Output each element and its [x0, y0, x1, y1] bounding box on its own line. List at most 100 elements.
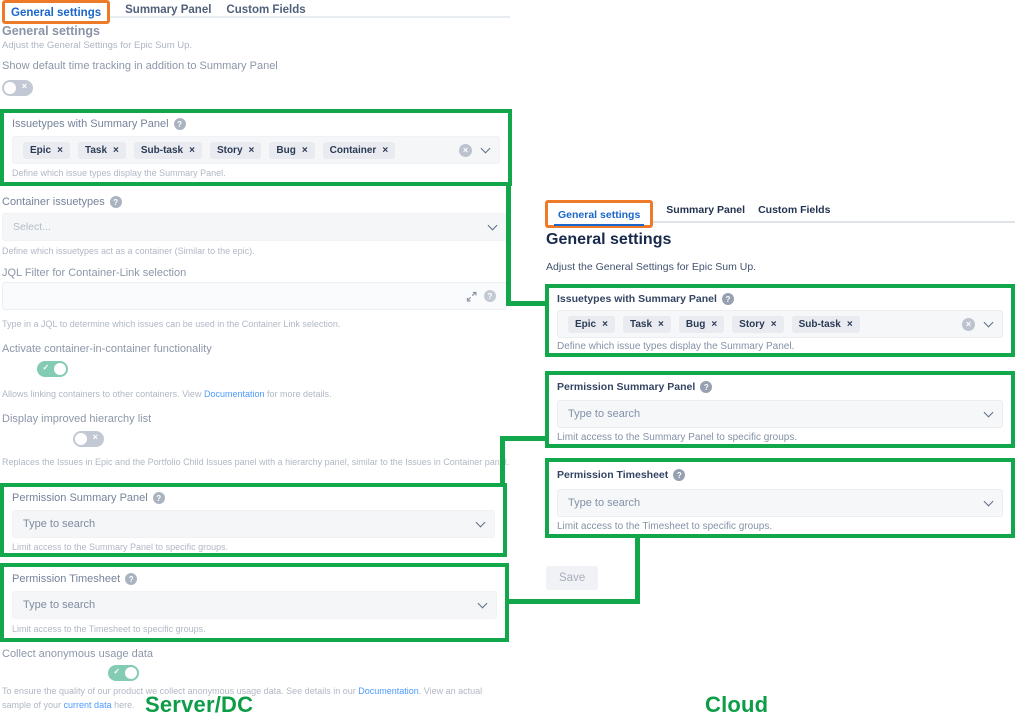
connector-permission-summary-horizontal: [500, 436, 547, 441]
page-title: General settings: [546, 231, 672, 248]
connector-issuetypes-vertical: [506, 184, 511, 306]
cloud-tab-bar: General settings Summary Panel Custom Fi…: [545, 200, 830, 228]
usage-data-label: Collect anonymous usage data: [2, 648, 154, 660]
issuetype-tag[interactable]: Task: [622, 315, 671, 333]
annotation-box-issuetypes: Issuetypes with Summary Panel Epic Task Bu…: [545, 284, 1015, 357]
help-icon[interactable]: [125, 573, 138, 585]
clear-icon[interactable]: [459, 143, 472, 157]
jql-filter-help: Type in a JQL to determine which issues …: [2, 319, 341, 329]
tab-custom-fields[interactable]: Custom Fields: [226, 4, 306, 16]
issuetype-tag[interactable]: Epic: [23, 141, 70, 159]
documentation-link[interactable]: Documentation: [203, 389, 265, 399]
time-tracking-toggle[interactable]: [2, 80, 33, 96]
page-subtitle: Adjust the General Settings for Epic Sum…: [2, 40, 193, 51]
issuetype-tag[interactable]: Sub-task: [133, 141, 202, 159]
expand-icon[interactable]: [466, 291, 477, 302]
issuetype-tag[interactable]: Container: [322, 141, 396, 159]
tab-highlight-box: General settings: [2, 0, 111, 24]
issuetype-tag[interactable]: Bug: [269, 141, 315, 159]
issuetype-tag[interactable]: Task: [77, 141, 126, 159]
jql-filter-input[interactable]: [2, 282, 507, 310]
issuetype-tag[interactable]: Bug: [678, 315, 725, 333]
chevron-down-icon[interactable]: [983, 496, 994, 507]
permission-timesheet-select[interactable]: Type to search: [557, 489, 1003, 517]
tab-bar-divider: [545, 221, 1015, 223]
connector-permission-timesheet-horizontal: [505, 599, 640, 604]
connector-permission-summary-vertical: [500, 436, 505, 486]
hierarchy-list-toggle[interactable]: [72, 431, 104, 447]
issuetype-tag[interactable]: Story: [732, 315, 784, 333]
help-icon[interactable]: [109, 196, 122, 208]
issuetypes-label: Issuetypes with Summary Panel: [557, 293, 1003, 305]
permission-timesheet-help: Limit access to the Timesheet to specifi…: [12, 624, 206, 634]
annotation-box-issuetypes: Issuetypes with Summary Panel Epic Task Su…: [0, 109, 512, 186]
tab-highlight-box: General settings: [545, 200, 654, 228]
permission-timesheet-help: Limit access to the Timesheet to specifi…: [557, 521, 773, 532]
current-data-link[interactable]: current data: [63, 699, 112, 710]
usage-data-help: To ensure the quality of our product we …: [2, 686, 483, 710]
cloud-caption: Cloud: [705, 692, 769, 717]
jql-filter-label: JQL Filter for Container-Link selection: [2, 267, 187, 279]
chevron-down-icon[interactable]: [477, 598, 488, 609]
chevron-down-icon[interactable]: [480, 143, 491, 154]
issuetypes-help: Define which issue types display the Sum…: [12, 168, 226, 178]
annotation-box-permission-summary: Permission Summary Panel Type to search …: [0, 483, 507, 557]
issuetypes-help: Define which issue types display the Sum…: [557, 341, 795, 352]
tab-general-settings[interactable]: General settings: [554, 208, 645, 226]
page-subtitle: Adjust the General Settings for Epic Sum…: [546, 261, 757, 273]
help-icon[interactable]: [673, 469, 686, 481]
container-in-container-toggle[interactable]: [37, 361, 69, 377]
help-icon[interactable]: [173, 118, 186, 130]
cloud-panel: General settings Summary Panel Custom Fi…: [545, 200, 1015, 720]
connector-permission-timesheet-vertical: [635, 538, 640, 604]
tab-general-settings[interactable]: General settings: [11, 7, 102, 19]
issuetypes-label: Issuetypes with Summary Panel: [12, 118, 500, 130]
help-icon[interactable]: [721, 293, 734, 305]
issuetypes-select[interactable]: Epic Task Sub-task Story Bug Container: [12, 136, 500, 164]
permission-summary-select[interactable]: Type to search: [557, 400, 1003, 428]
usage-data-toggle[interactable]: [108, 665, 140, 681]
clear-icon[interactable]: [962, 317, 975, 331]
container-issuetypes-select[interactable]: Select...: [2, 213, 507, 241]
container-in-container-label: Activate container-in-container function…: [2, 343, 212, 355]
help-icon[interactable]: [152, 492, 165, 504]
permission-summary-help: Limit access to the Summary Panel to spe…: [557, 432, 798, 443]
server-tab-bar: General settings Summary Panel Custom Fi…: [2, 0, 306, 24]
hierarchy-list-help: Replaces the Issues in Epic and the Port…: [2, 457, 510, 467]
tab-bar-divider: [2, 16, 510, 18]
permission-summary-help: Limit access to the Summary Panel to spe…: [12, 542, 229, 552]
permission-timesheet-label: Permission Timesheet: [557, 469, 1003, 481]
tab-summary-panel[interactable]: Summary Panel: [666, 204, 746, 216]
hierarchy-list-label: Display improved hierarchy list: [2, 413, 152, 425]
permission-summary-label: Permission Summary Panel: [12, 492, 495, 504]
annotation-box-permission-timesheet: Permission Timesheet Type to search Limi…: [545, 458, 1015, 538]
tab-custom-fields[interactable]: Custom Fields: [758, 204, 831, 216]
chevron-down-icon[interactable]: [475, 517, 486, 528]
connector-issuetypes-horizontal: [506, 301, 547, 306]
container-in-container-help: Allows linking containers to other conta…: [2, 389, 332, 399]
chevron-down-icon[interactable]: [487, 220, 498, 231]
tab-summary-panel[interactable]: Summary Panel: [125, 4, 212, 16]
permission-summary-label: Permission Summary Panel: [557, 381, 1003, 393]
documentation-link[interactable]: Documentation: [358, 686, 419, 696]
time-tracking-label: Show default time tracking in addition t…: [2, 60, 278, 72]
page-title: General settings: [2, 24, 100, 38]
chevron-down-icon[interactable]: [983, 407, 994, 418]
container-issuetypes-label: Container issuetypes: [2, 196, 122, 208]
server-panel: General settings Summary Panel Custom Fi…: [0, 0, 512, 720]
permission-summary-select[interactable]: Type to search: [12, 510, 495, 538]
help-icon[interactable]: [484, 290, 496, 302]
issuetype-tag[interactable]: Epic: [568, 315, 615, 333]
server-caption: Server/DC: [145, 692, 254, 717]
annotation-box-permission-timesheet: Permission Timesheet Type to search Limi…: [0, 563, 509, 642]
issuetype-tag[interactable]: Story: [209, 141, 262, 159]
save-button[interactable]: Save: [546, 566, 599, 590]
issuetypes-select[interactable]: Epic Task Bug Story Sub-task: [557, 310, 1003, 338]
permission-timesheet-select[interactable]: Type to search: [12, 591, 497, 619]
container-issuetypes-help: Define which issuetypes act as a contain…: [2, 246, 255, 256]
issuetype-tag[interactable]: Sub-task: [791, 315, 860, 333]
chevron-down-icon[interactable]: [983, 317, 994, 328]
permission-timesheet-label: Permission Timesheet: [12, 573, 497, 585]
help-icon[interactable]: [700, 381, 713, 393]
